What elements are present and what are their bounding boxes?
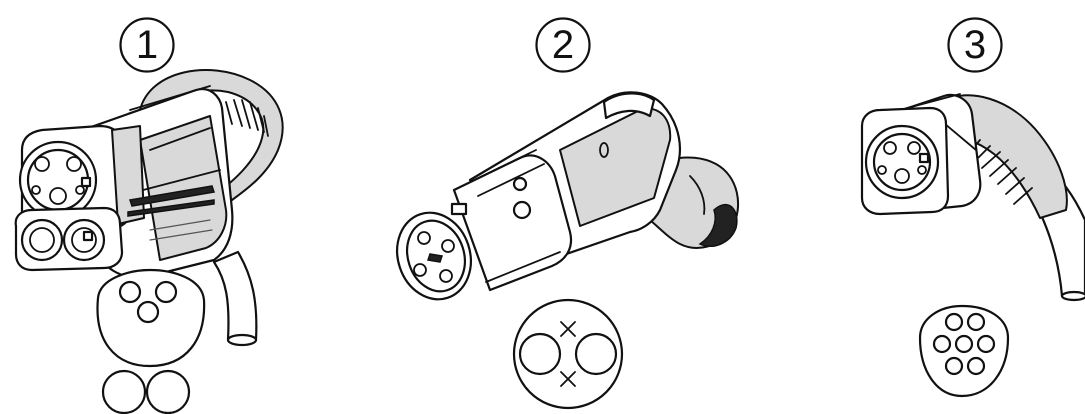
connector-2-number-badge: 2 [534, 16, 592, 74]
connector-2-pin-diagram [512, 298, 624, 410]
connector-3-number: 3 [963, 23, 987, 67]
circle-outline-icon [119, 17, 175, 73]
connector-1-number: 1 [135, 23, 159, 67]
connector-3-pin-diagram [918, 304, 1010, 398]
connector-1-pin-diagram [96, 268, 206, 414]
connector-1-number-badge: 1 [118, 16, 176, 74]
connector-3-plug [860, 93, 1085, 302]
connector-1-plug [14, 69, 284, 347]
connector-3-number-badge: 3 [946, 16, 1004, 74]
connector-2-number: 2 [551, 23, 575, 67]
circle-outline-icon [535, 17, 591, 73]
circle-outline-icon [947, 17, 1003, 73]
connector-2-plug [396, 91, 740, 301]
